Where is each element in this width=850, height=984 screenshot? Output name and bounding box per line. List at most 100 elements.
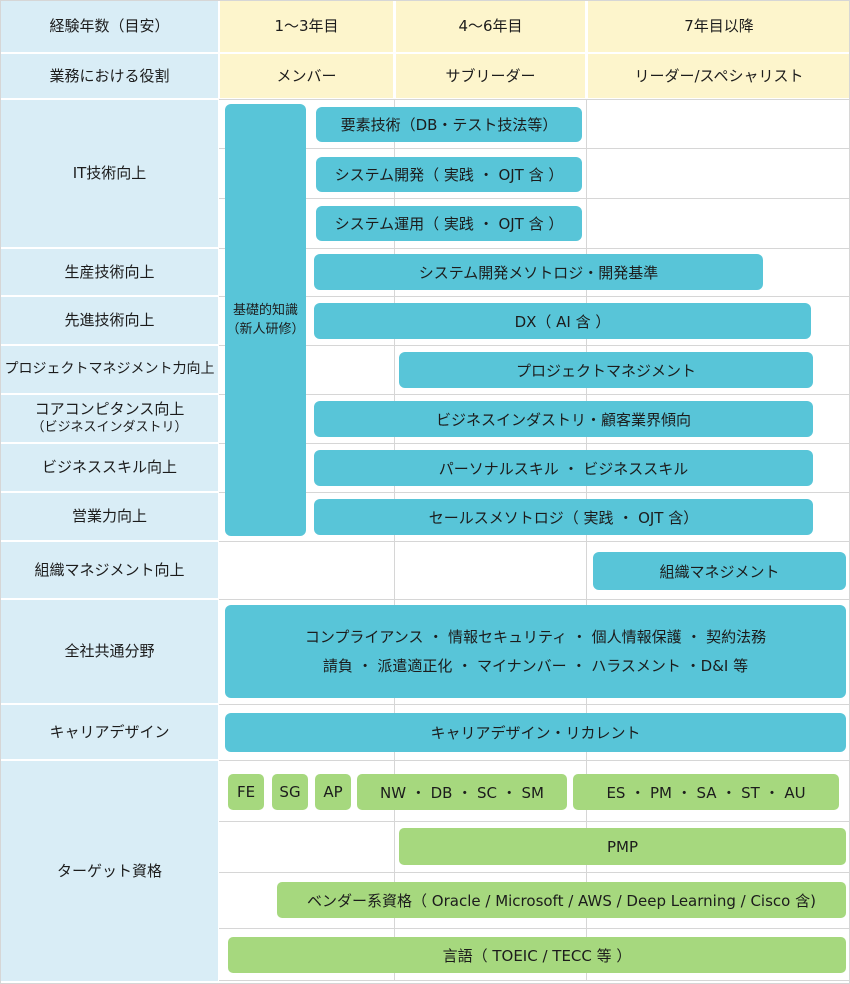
grid-line: [219, 704, 849, 705]
bar-label: 組織マネジメント: [659, 562, 780, 581]
cert-label: FE: [236, 783, 256, 801]
category-project-management: プロジェクトマネジメント力向上: [1, 346, 218, 393]
cert-ap: AP: [315, 774, 351, 810]
grid-line: [219, 541, 849, 542]
category-target-certifications: ターゲット資格: [1, 761, 218, 981]
foundation-line2: （新人研修）: [226, 322, 305, 337]
cert-fe: FE: [228, 774, 264, 810]
grid-line: [219, 345, 849, 346]
experience-years-label: 経験年数（目安）: [49, 17, 170, 36]
category-core-competence: コアコンピタンス向上 （ビジネスインダストリ）: [1, 395, 218, 442]
years-1-3-label: 1〜3年目: [274, 17, 339, 36]
role-leader-label: リーダー/スペシャリスト: [634, 66, 804, 85]
bar-business-industry: ビジネスインダストリ・顧客業界傾向: [314, 401, 813, 437]
bar-label: システム開発メソトロジ・開発基準: [418, 263, 659, 282]
bar-sales-methodology: セールスメソトロジ（ 実践 ・ OJT 含）: [314, 499, 813, 535]
category-advanced-tech: 先進技術向上: [1, 297, 218, 344]
cert-label: PMP: [606, 837, 639, 856]
role-cell-member: メンバー: [220, 54, 393, 98]
bar-personal-skills: パーソナルスキル ・ ビジネススキル: [314, 450, 813, 486]
grid-line: [219, 443, 849, 444]
grid-line: [219, 148, 849, 149]
bar-label: セールスメソトロジ（ 実践 ・ OJT 含）: [428, 508, 699, 527]
bar-label-line1: コンプライアンス ・ 情報セキュリティ ・ 個人情報保護 ・ 契約法務: [304, 628, 767, 646]
bar-project-management: プロジェクトマネジメント: [399, 352, 813, 388]
category-label: 生産技術向上: [64, 262, 155, 281]
category-label: 営業力向上: [71, 507, 147, 526]
grid-line: [219, 99, 849, 100]
years-4-6-label: 4〜6年目: [458, 17, 523, 36]
cert-pmp: PMP: [399, 828, 846, 865]
bar-label: ビジネスインダストリ・顧客業界傾向: [435, 410, 691, 429]
role-subleader-label: サブリーダー: [445, 66, 536, 85]
category-production-tech: 生産技術向上: [1, 249, 218, 295]
category-it-skills: IT技術向上: [1, 100, 218, 247]
cert-mid-level: NW ・ DB ・ SC ・ SM: [357, 774, 567, 810]
category-label: コアコンピタンス向上: [34, 400, 185, 419]
role-member-label: メンバー: [276, 66, 337, 85]
category-org-management: 組織マネジメント向上: [1, 542, 218, 598]
bar-label: パーソナルスキル ・ ビジネススキル: [438, 459, 689, 478]
category-label: ビジネススキル向上: [41, 458, 177, 477]
category-label: プロジェクトマネジメント力向上: [4, 361, 215, 378]
bar-element-tech: 要素技術（DB・テスト技法等）: [316, 107, 582, 142]
years-cell-4-6: 4〜6年目: [396, 1, 585, 52]
category-label: 先進技術向上: [64, 311, 155, 330]
category-label: 全社共通分野: [64, 642, 155, 661]
bar-dev-methodology: システム開発メソトロジ・開発基準: [314, 254, 763, 290]
bar-company-common: コンプライアンス ・ 情報セキュリティ ・ 個人情報保護 ・ 契約法務 請負 ・…: [225, 605, 846, 698]
bar-system-dev: システム開発（ 実践 ・ OJT 含 ）: [316, 157, 582, 192]
bar-label: システム開発（ 実践 ・ OJT 含 ）: [334, 166, 564, 184]
cert-label: ES ・ PM ・ SA ・ ST ・ AU: [606, 783, 806, 802]
cert-language: 言語（ TOEIC / TECC 等 ）: [228, 937, 846, 973]
cert-label: 言語（ TOEIC / TECC 等 ）: [442, 946, 632, 965]
years-7plus-label: 7年目以降: [684, 17, 754, 36]
years-cell-7plus: 7年目以降: [588, 1, 849, 52]
bar-label: プロジェクトマネジメント: [515, 361, 696, 380]
category-company-wide: 全社共通分野: [1, 600, 218, 703]
grid-line-vertical: [394, 99, 395, 980]
category-sales-skills: 営業力向上: [1, 493, 218, 540]
cert-vendor: ベンダー系資格（ Oracle / Microsoft / AWS / Deep…: [277, 882, 846, 918]
category-label: 組織マネジメント向上: [34, 560, 185, 579]
grid-line: [219, 492, 849, 493]
role-label-cell: 業務における役割: [1, 54, 218, 98]
cert-high-level: ES ・ PM ・ SA ・ ST ・ AU: [573, 774, 839, 810]
grid-line: [219, 296, 849, 297]
category-label: キャリアデザイン: [49, 722, 170, 741]
category-sublabel: （ビジネスインダストリ）: [31, 419, 188, 435]
grid-line: [219, 980, 849, 981]
bar-foundation-knowledge: 基礎的知識 （新人研修）: [225, 104, 306, 536]
grid-line: [219, 394, 849, 395]
category-business-skills: ビジネススキル向上: [1, 444, 218, 491]
grid-line: [219, 872, 849, 873]
grid-line: [219, 760, 849, 761]
foundation-line1: 基礎的知識: [232, 302, 298, 318]
bar-label: キャリアデザイン・リカレント: [430, 724, 641, 742]
role-cell-subleader: サブリーダー: [396, 54, 585, 98]
bar-label: 要素技術（DB・テスト技法等）: [340, 116, 558, 134]
category-label: IT技術向上: [72, 164, 147, 183]
cert-label: AP: [323, 783, 343, 801]
years-cell-1-3: 1〜3年目: [220, 1, 393, 52]
grid-line: [219, 928, 849, 929]
bar-career-design: キャリアデザイン・リカレント: [225, 713, 846, 752]
bar-org-management: 組織マネジメント: [593, 552, 846, 590]
cert-sg: SG: [272, 774, 308, 810]
experience-years-label-cell: 経験年数（目安）: [1, 1, 218, 52]
grid-line-vertical: [586, 99, 587, 980]
cert-label: SG: [279, 783, 301, 801]
bar-system-ops: システム運用（ 実践 ・ OJT 含 ）: [316, 206, 582, 241]
cert-label: NW ・ DB ・ SC ・ SM: [380, 783, 544, 802]
bar-label: システム運用（ 実践 ・ OJT 含 ）: [334, 215, 564, 233]
grid-line: [219, 821, 849, 822]
category-career-design: キャリアデザイン: [1, 705, 218, 759]
bar-dx: DX（ AI 含 ）: [314, 303, 811, 339]
cert-label: ベンダー系資格（ Oracle / Microsoft / AWS / Deep…: [307, 891, 816, 910]
category-label: ターゲット資格: [56, 861, 162, 880]
grid-line: [219, 599, 849, 600]
grid-line: [219, 248, 849, 249]
bar-label: DX（ AI 含 ）: [514, 312, 611, 331]
bar-label-line2: 請負 ・ 派遣適正化 ・ マイナンバー ・ ハラスメント ・D&I 等: [322, 656, 749, 675]
